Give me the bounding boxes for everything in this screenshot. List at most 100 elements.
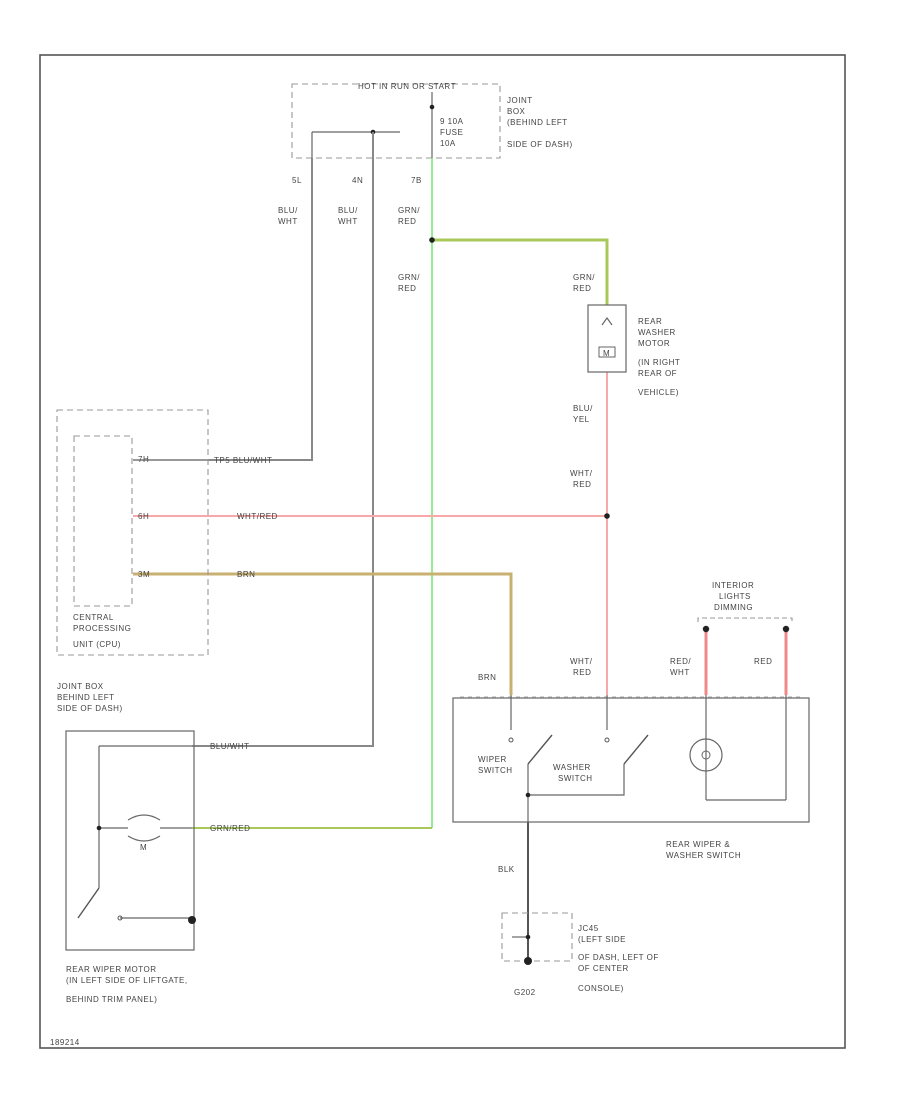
ground-box-label-3: OF DASH, LEFT OF [578, 953, 659, 962]
interior-lights-node-right [782, 625, 790, 633]
ground-box-label-2: (LEFT SIDE [578, 935, 626, 944]
switch-washer-common [528, 764, 625, 796]
switch-common-node [525, 792, 531, 798]
label-grn-red-motor-b: RED [573, 284, 591, 293]
wiper-switch-lever [527, 734, 553, 765]
washer-motor-symbol-box [598, 346, 616, 358]
fuse-pin-4n: 4N [352, 176, 363, 185]
junction-wht-red [604, 513, 610, 519]
wiper-motor-label-2: (IN LEFT SIDE OF LIFTGATE, [66, 976, 188, 985]
fuse-box-header: HOT IN RUN OR START [358, 82, 456, 91]
label-red-wht-a: RED/ [670, 657, 691, 666]
washer-motor-label-3: MOTOR [638, 339, 670, 348]
label-grn-red-mid-a: GRN/ [398, 273, 420, 282]
cpu-label-2: PROCESSING [73, 624, 131, 633]
washer-motor-pump-mark [601, 316, 613, 326]
ground-box-label-1: JC45 [578, 924, 599, 933]
wiper-motor-wire-top: BLU/WHT [210, 742, 250, 751]
fuse-pin-5l: 5L [292, 176, 302, 185]
cpu-outer-outline [56, 409, 209, 656]
label-grn-red-motor-a: GRN/ [573, 273, 595, 282]
fuse-location-line-1: JOINT [507, 96, 533, 105]
label-wht-red-1b: RED [573, 480, 591, 489]
interior-lights-label-3: DIMMING [714, 603, 753, 612]
wiper-switch-label-2: SWITCH [478, 766, 513, 775]
fuse-location-line-2: BOX [507, 107, 526, 116]
cpu-pin-6h: 6H [138, 512, 149, 521]
interior-lights-dimming: INTERIOR LIGHTS DIMMING [697, 581, 793, 633]
ground-box-outline [501, 912, 573, 962]
wire-brn [133, 572, 513, 695]
ground-box-node [525, 934, 531, 940]
switch-indicator-lamp [689, 738, 723, 772]
wiper-motor-park-contact [117, 915, 123, 921]
label-grn-red-top-a: GRN/ [398, 206, 420, 215]
label-blu-wht-2a: BLU/ [338, 206, 358, 215]
cpu-wire-wht-red: WHT/RED [237, 512, 278, 521]
interior-lights-bracket [697, 617, 793, 622]
wiper-motor-park-switch [77, 887, 100, 919]
label-red-wht-b: WHT [670, 668, 690, 677]
wiper-motor-label-1: REAR WIPER MOTOR [66, 965, 157, 974]
fuse-box-outline [291, 83, 501, 159]
washer-motor-label-5: REAR OF [638, 369, 677, 378]
label-blk: BLK [498, 865, 515, 874]
fuse-location-line-3: (BEHIND LEFT [507, 118, 568, 127]
switch-housing [452, 697, 810, 823]
label-blu-wht-2b: WHT [338, 217, 358, 226]
washer-switch-lever [623, 734, 649, 765]
washer-switch-label-2: SWITCH [558, 774, 593, 783]
wires [133, 132, 788, 958]
cpu-pin-7h: 7H [138, 455, 149, 464]
ground-box-label-4: OF CENTER [578, 964, 629, 973]
wire-grn-red-washer [432, 238, 609, 305]
washer-switch-label-1: WASHER [553, 763, 591, 772]
label-wht-red-2b: RED [573, 668, 591, 677]
fuse-rating-line-3: 10A [440, 139, 456, 148]
fuse-location-line-4: SIDE OF DASH) [507, 140, 573, 149]
rear-wiper-washer-switch: WIPER SWITCH WASHER SWITCH REAR WIPER & … [452, 695, 810, 860]
fuse-pin-7b: 7B [411, 176, 422, 185]
label-blu-yel-a: BLU/ [573, 404, 593, 413]
wiper-motor-symbol: M [140, 843, 147, 852]
cpu-wire-tp5: TP5 BLU/WHT [214, 456, 272, 465]
wire-blu-wht-cpu [208, 158, 313, 461]
label-brn: BRN [478, 673, 496, 682]
cpu-location-2: BEHIND LEFT [57, 693, 115, 702]
fuse-feed-node [429, 104, 435, 110]
wire-blu-wht-motor [192, 132, 374, 747]
interior-lights-node-left [702, 625, 710, 633]
ground-box-label-5: CONSOLE) [578, 984, 624, 993]
cpu-location-1: JOINT BOX [57, 682, 104, 691]
cpu-inner-outline [73, 435, 133, 607]
cpu-pin-3m: 3M [138, 570, 150, 579]
wiper-motor-node-left [96, 825, 102, 831]
junction-grn-red [429, 237, 435, 243]
label-blu-yel-b: YEL [573, 415, 590, 424]
ground-id: G202 [514, 988, 536, 997]
washer-motor-label-6: VEHICLE) [638, 388, 679, 397]
washer-motor-symbol: M [603, 349, 610, 358]
label-red: RED [754, 657, 772, 666]
rear-washer-motor: M REAR WASHER MOTOR (IN RIGHT REAR OF VE… [587, 304, 680, 397]
diagram-frame [39, 54, 846, 1049]
label-grn-red-top-b: RED [398, 217, 416, 226]
label-wht-red-1a: WHT/ [570, 469, 593, 478]
washer-motor-label-1: REAR [638, 317, 662, 326]
ground-symbol [524, 957, 532, 965]
washer-switch-contact [604, 737, 610, 743]
label-blu-wht-1b: WHT [278, 217, 298, 226]
label-grn-red-mid-b: RED [398, 284, 416, 293]
cpu-label-3: UNIT (CPU) [73, 640, 121, 649]
wiper-motor-label-3: BEHIND TRIM PANEL) [66, 995, 157, 1004]
rear-wiper-motor: M BLU/WHT GRN/RED REAR WIPER MOTOR (IN L… [65, 730, 250, 1004]
wiper-switch-label-1: WIPER [478, 755, 507, 764]
wiper-motor-box [65, 730, 195, 951]
ground-junction: JC45 (LEFT SIDE OF DASH, LEFT OF OF CENT… [501, 912, 659, 997]
switch-lamp-filament [701, 750, 711, 760]
washer-motor-label-4: (IN RIGHT [638, 358, 680, 367]
wiper-motor-ground-node [188, 916, 196, 924]
diagram-id: 189214 [50, 1038, 80, 1047]
fuse-box: HOT IN RUN OR START 9 10A FUSE 10A JOINT… [291, 82, 573, 185]
